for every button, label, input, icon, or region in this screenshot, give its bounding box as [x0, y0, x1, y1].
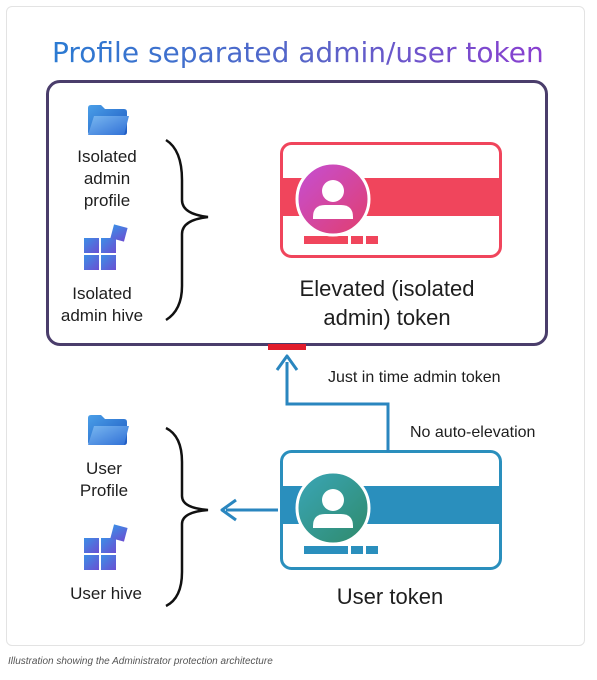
registry-blocks-icon: [84, 524, 128, 570]
jit-admin-token-label: Just in time admin token: [328, 369, 501, 386]
person-avatar-icon: [295, 161, 371, 237]
person-avatar-icon: [295, 470, 371, 546]
user-token-label: User token: [336, 584, 444, 609]
jit-entry-marker: [268, 344, 306, 350]
diagram-title: Profile separated admin/user token: [52, 36, 544, 69]
elevation-path: [285, 362, 390, 452]
folder-icon: [88, 105, 129, 135]
figure-caption: Illustration showing the Administrator p…: [8, 656, 273, 667]
user-arrowhead: [220, 498, 237, 522]
folder-icon: [88, 415, 129, 445]
user-hive-label: User hive: [70, 584, 142, 603]
admin-profile-label: Isolated admin profile: [77, 147, 137, 210]
elevation-arrowhead: [275, 354, 299, 371]
registry-blocks-icon: [84, 224, 128, 270]
user-brace: [165, 426, 209, 608]
no-auto-elevation-label: No auto-elevation: [410, 424, 536, 441]
admin-hive-label: Isolated admin hive: [60, 284, 144, 325]
admin-brace: [165, 138, 209, 322]
user-profile-label: User Profile: [79, 459, 129, 500]
admin-token-label: Elevated (isolated admin) token: [299, 276, 475, 330]
